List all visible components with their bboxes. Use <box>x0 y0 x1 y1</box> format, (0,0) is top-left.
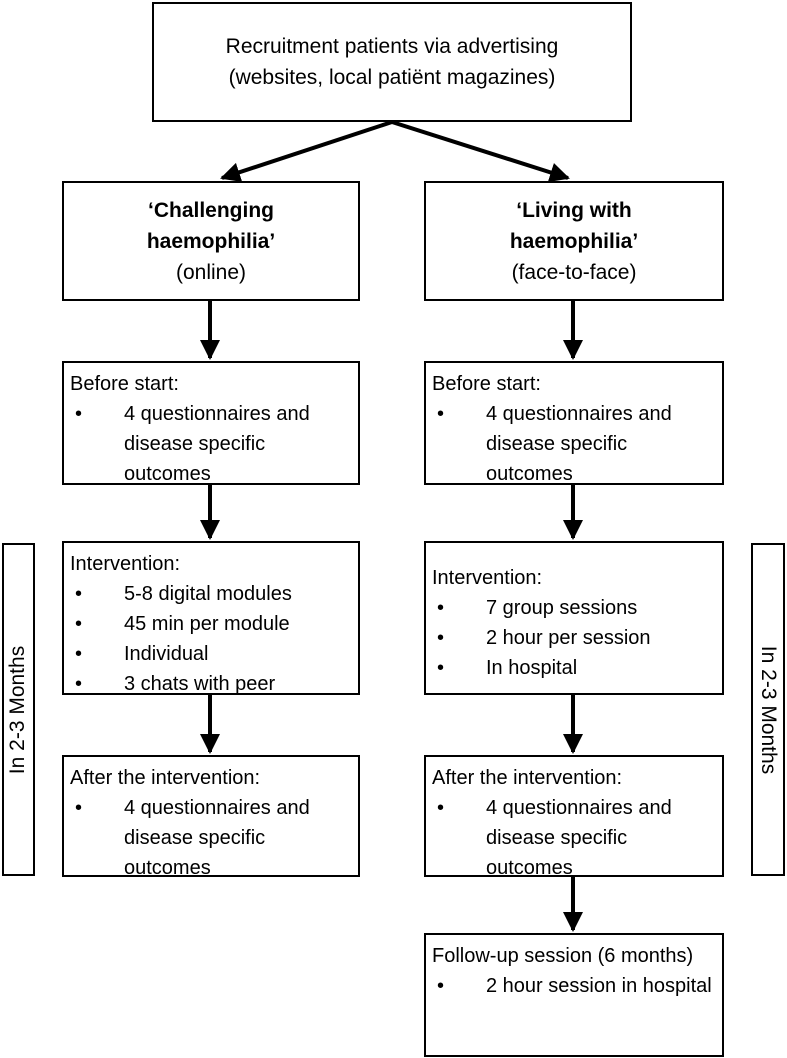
left-before-heading: Before start: <box>70 373 179 395</box>
left-timeframe-label: In 2-3 Months <box>6 645 30 774</box>
right-arm-title-box: ‘Living with haemophilia’ (face-to-face) <box>424 181 724 301</box>
right-followup-box: Follow-up session (6 months) 2 hour sess… <box>424 933 724 1057</box>
left-before-box: Before start: 4 questionnaires and disea… <box>62 361 360 485</box>
right-before-heading: Before start: <box>432 373 541 395</box>
left-after-heading: After the intervention: <box>70 767 261 789</box>
right-before-box: Before start: 4 questionnaires and disea… <box>424 361 724 485</box>
arrow-top-to-right <box>391 120 570 183</box>
list-item: 3 chats with peer <box>70 669 354 699</box>
left-arm-title-line2: haemophilia’ <box>146 229 276 253</box>
left-intervention-box: Intervention: 5-8 digital modules 45 min… <box>62 541 360 699</box>
right-after-heading: After the intervention: <box>432 767 623 789</box>
right-followup-heading: Follow-up session (6 months) <box>432 945 694 967</box>
list-item: 2 hour session in hospital <box>432 971 718 1001</box>
list-item: 7 group sessions <box>432 593 718 623</box>
left-intervention-heading: Intervention: <box>70 553 181 575</box>
list-item: 4 questionnaires and disease specific ou… <box>432 793 718 883</box>
right-intervention-box: Intervention: 7 group sessions 2 hour pe… <box>424 541 724 695</box>
recruitment-line1: Recruitment patients via advertising <box>225 35 559 58</box>
arrow-top-to-left <box>220 120 393 182</box>
right-timeframe-label: In 2-3 Months <box>757 645 780 774</box>
left-after-box: After the intervention: 4 questionnaires… <box>62 755 360 879</box>
list-item: 45 min per module <box>70 609 354 639</box>
right-arm-subtitle: (face-to-face) <box>511 260 637 284</box>
right-arm-title-line1: ‘Living with <box>516 198 632 222</box>
right-after-box: After the intervention: 4 questionnaires… <box>424 755 724 879</box>
list-item: In hospital <box>432 653 718 683</box>
left-arm-title-line1: ‘Challenging <box>148 198 274 222</box>
list-item: 4 questionnaires and disease specific ou… <box>70 793 354 883</box>
right-intervention-heading: Intervention: <box>432 567 543 589</box>
recruitment-box: Recruitment patients via advertising (we… <box>152 2 632 122</box>
list-item: Individual <box>70 639 354 669</box>
left-arm-subtitle: (online) <box>175 260 247 284</box>
left-arm-title-box: ‘Challenging haemophilia’ (online) <box>62 181 360 301</box>
list-item: 5-8 digital modules <box>70 579 354 609</box>
list-item: 2 hour per session <box>432 623 718 653</box>
left-timeframe-box: In 2-3 Months <box>2 543 35 876</box>
list-item: 4 questionnaires and disease specific ou… <box>432 399 718 489</box>
list-item: 4 questionnaires and disease specific ou… <box>70 399 354 489</box>
recruitment-line2: (websites, local patiënt magazines) <box>228 66 556 89</box>
right-timeframe-box: In 2-3 Months <box>751 543 785 876</box>
right-arm-title-line2: haemophilia’ <box>509 229 639 253</box>
